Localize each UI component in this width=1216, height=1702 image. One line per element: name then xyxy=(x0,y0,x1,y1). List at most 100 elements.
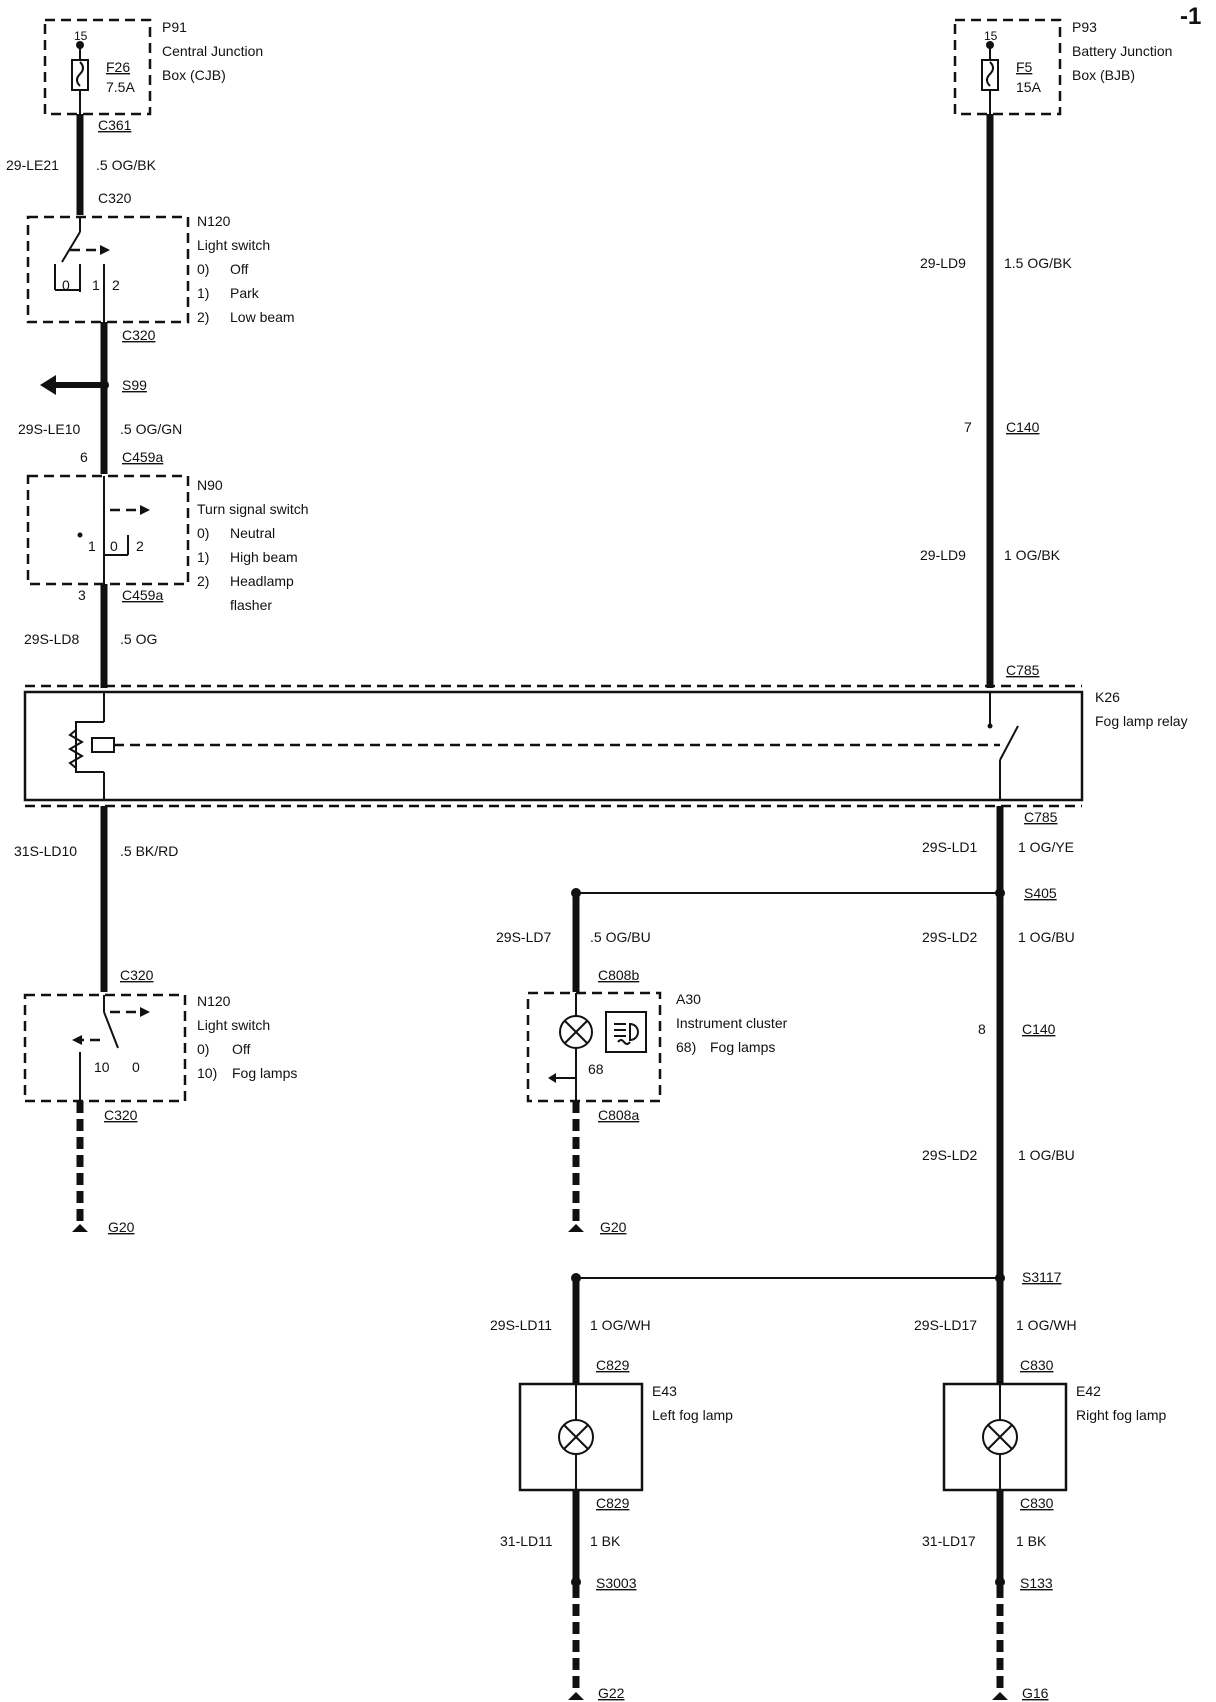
wire-w6-circuit: 29-LD9 xyxy=(920,547,966,563)
wire-w3-circuit: 29S-LD8 xyxy=(24,631,79,647)
n120-top-contact-0: 0 xyxy=(62,277,70,293)
wire-w9-spec: 1 OG/BU xyxy=(1018,929,1075,945)
wire-w2-circuit: 29S-LE10 xyxy=(18,421,80,437)
e43-id: E43 xyxy=(652,1383,677,1399)
wire-w1-spec: .5 OG/BK xyxy=(96,157,157,173)
k26-name: Fog lamp relay xyxy=(1095,713,1188,729)
wire-w14-spec: 1 BK xyxy=(1016,1533,1047,1549)
wire-w10-circuit: 29S-LD2 xyxy=(922,1147,977,1163)
n120-bot-pos1-code: 10) xyxy=(197,1065,217,1081)
k26-fog-lamp-relay: K26 Fog lamp relay xyxy=(23,684,1188,808)
wire-w7-circuit: 29S-LD1 xyxy=(922,839,977,855)
connector-c140-top: C140 xyxy=(1006,419,1040,435)
n90-pos2-line2: flasher xyxy=(230,597,272,613)
n90-name: Turn signal switch xyxy=(197,501,309,517)
p91-fuse-rating: 7.5A xyxy=(106,79,135,95)
connector-c459a-top-pin: 6 xyxy=(80,449,88,465)
connector-c320-d: C320 xyxy=(104,1107,138,1123)
connector-c830-top: C830 xyxy=(1020,1357,1054,1373)
p91-fuse-id: F26 xyxy=(106,59,130,75)
wire-w8-spec: .5 OG/BU xyxy=(590,929,651,945)
connector-c140-top-pin: 7 xyxy=(964,419,972,435)
n90-pos2-code: 2) xyxy=(197,573,209,589)
wire-w8-circuit: 29S-LD7 xyxy=(496,929,551,945)
connector-c829-top: C829 xyxy=(596,1357,630,1373)
n120-top-name: Light switch xyxy=(197,237,270,253)
n120-bot-id: N120 xyxy=(197,993,231,1009)
n90-contact-0: 0 xyxy=(110,538,118,554)
p91-pin-label: 15 xyxy=(74,29,88,43)
n90-pos0-label: Neutral xyxy=(230,525,275,541)
n120-bot-pos0-label: Off xyxy=(232,1041,251,1057)
a30-item-code: 68) xyxy=(676,1039,696,1055)
n120-bot-pos1-label: Fog lamps xyxy=(232,1065,297,1081)
connector-c320-a: C320 xyxy=(98,190,132,206)
splice-s133: S133 xyxy=(1020,1575,1053,1591)
p93-name-line1: Battery Junction xyxy=(1072,43,1172,59)
connector-c785-top: C785 xyxy=(1006,662,1040,678)
n120-top-contact-1: 1 xyxy=(92,277,100,293)
connector-c829-bot: C829 xyxy=(596,1495,630,1511)
n90-id: N90 xyxy=(197,477,223,493)
wire-w12-circuit: 29S-LD17 xyxy=(914,1317,977,1333)
ground-g16: G16 xyxy=(1022,1685,1049,1701)
connector-c459a-bot: C459a xyxy=(122,587,163,603)
e43-left-fog-lamp: E43 Left fog lamp xyxy=(518,1382,733,1492)
wire-w1-circuit: 29-LE21 xyxy=(6,157,59,173)
wire-w13-circuit: 31-LD11 xyxy=(500,1533,553,1549)
wire-w6-spec: 1 OG/BK xyxy=(1004,547,1061,563)
splice-s3117: S3117 xyxy=(1022,1269,1062,1285)
e42-right-fog-lamp: E42 Right fog lamp xyxy=(942,1382,1166,1492)
connector-c140-bot-pin: 8 xyxy=(978,1021,986,1037)
connector-c785-bot: C785 xyxy=(1024,809,1058,825)
wire-w13-spec: 1 BK xyxy=(590,1533,621,1549)
wire-w11-spec: 1 OG/WH xyxy=(590,1317,651,1333)
a30-name: Instrument cluster xyxy=(676,1015,788,1031)
wire-w3-spec: .5 OG xyxy=(120,631,157,647)
n120-top-contact-2: 2 xyxy=(112,277,120,293)
connector-c830-bot: C830 xyxy=(1020,1495,1054,1511)
e42-name: Right fog lamp xyxy=(1076,1407,1166,1423)
wire-w7-spec: 1 OG/YE xyxy=(1018,839,1074,855)
wire-w4-circuit: 31S-LD10 xyxy=(14,843,77,859)
wire-w4-spec: .5 BK/RD xyxy=(120,843,178,859)
p93-name-line2: Box (BJB) xyxy=(1072,67,1135,83)
wire-w9-circuit: 29S-LD2 xyxy=(922,929,977,945)
connector-c808b: C808b xyxy=(598,967,639,983)
p91-central-junction-box: 15 F26 7.5A P91 Central Junction Box (CJ… xyxy=(43,18,263,116)
n120-bot-contact-10: 10 xyxy=(94,1059,110,1075)
p91-name-line2: Box (CJB) xyxy=(162,67,226,83)
connector-c459a-bot-pin: 3 xyxy=(78,587,86,603)
n120-top-pos2-label: Low beam xyxy=(230,309,295,325)
wire-w11-circuit: 29S-LD11 xyxy=(490,1317,552,1333)
wire-w12-spec: 1 OG/WH xyxy=(1016,1317,1077,1333)
connector-c459a-top: C459a xyxy=(122,449,163,465)
p91-id: P91 xyxy=(162,19,187,35)
n90-pos1-label: High beam xyxy=(230,549,298,565)
wire-w5-spec: 1.5 OG/BK xyxy=(1004,255,1072,271)
connector-c320-c: C320 xyxy=(120,967,154,983)
p93-id: P93 xyxy=(1072,19,1097,35)
a30-id: A30 xyxy=(676,991,701,1007)
n120-top-pos1-code: 1) xyxy=(197,285,209,301)
n120-top-id: N120 xyxy=(197,213,231,229)
e43-name: Left fog lamp xyxy=(652,1407,733,1423)
p93-pin-label: 15 xyxy=(984,29,998,43)
p93-fuse-id: F5 xyxy=(1016,59,1033,75)
n120-top-pos0-label: Off xyxy=(230,261,249,277)
n90-pos1-code: 1) xyxy=(197,549,209,565)
connector-c361: C361 xyxy=(98,117,132,133)
n90-pos2-label: Headlamp xyxy=(230,573,294,589)
p93-battery-junction-box: 15 F5 15A P93 Battery Junction Box (BJB) xyxy=(953,18,1172,116)
a30-instrument-cluster: 68 A30 Instrument cluster 68) Fog lamps xyxy=(526,991,788,1103)
n120-top-pos0-code: 0) xyxy=(197,261,209,277)
n120-bot-name: Light switch xyxy=(197,1017,270,1033)
p93-fuse-rating: 15A xyxy=(1016,79,1042,95)
connector-c320-b: C320 xyxy=(122,327,156,343)
n120-bot-contact-0: 0 xyxy=(132,1059,140,1075)
a30-item-label: Fog lamps xyxy=(710,1039,775,1055)
wire-w14-circuit: 31-LD17 xyxy=(922,1533,976,1549)
n90-pos0-code: 0) xyxy=(197,525,209,541)
fog-lamp-indicator-icon xyxy=(605,1011,647,1053)
